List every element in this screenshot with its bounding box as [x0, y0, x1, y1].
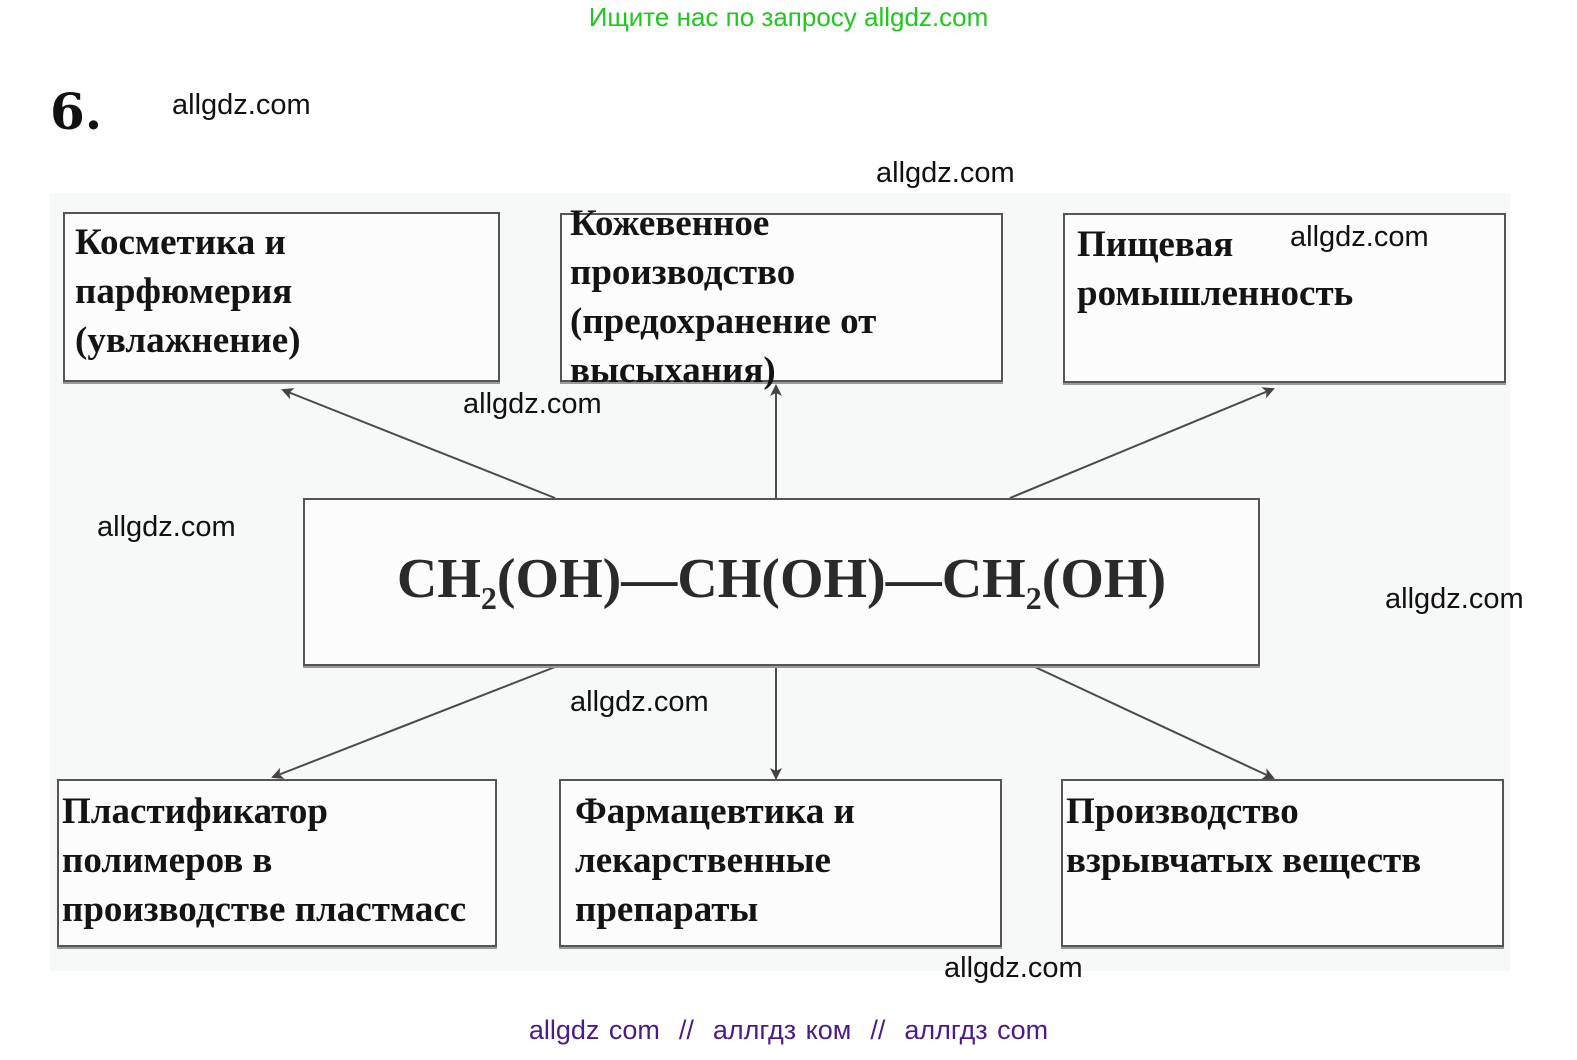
box-explosives: Производство взрывчатых веществ: [1061, 779, 1504, 947]
box-pharma: Фармацевтика и лекарственные препараты: [559, 779, 1002, 947]
box-food-label: Пищевая ромышленность: [1077, 224, 1354, 314]
task-number: 6.: [50, 82, 103, 141]
formula-part: (OH)—CH(OH)—CH: [496, 548, 1026, 610]
arrow-to-cosmetics: [281, 388, 556, 499]
watermark: allgdz.com: [463, 388, 602, 420]
box-plasticizer: Пластификатор полимеров в производстве п…: [57, 779, 497, 947]
box-plasticizer-label: Пластификатор полимеров в производстве п…: [62, 791, 467, 930]
box-food: Пищевая ромышленность: [1063, 213, 1506, 383]
box-cosmetics: Косметика и парфюмерия (увлажнение): [63, 212, 500, 382]
arrow-to-explosives: [1034, 666, 1275, 780]
formula-subscript: 2: [480, 580, 497, 616]
arrow-to-plasticizer: [271, 666, 556, 779]
box-explosives-label: Производство взрывчатых веществ: [1066, 791, 1422, 881]
formula-part: (OH): [1041, 548, 1167, 610]
glycerol-formula-box: CH2(OH)—CH(OH)—CH2(OH): [303, 498, 1260, 666]
box-pharma-label: Фармацевтика и лекарственные препараты: [575, 791, 855, 930]
glycerol-formula: CH2(OH)—CH(OH)—CH2(OH): [397, 547, 1166, 617]
arrow-to-food: [1009, 387, 1275, 499]
watermark: allgdz.com: [172, 89, 311, 121]
formula-subscript: 2: [1025, 580, 1042, 616]
formula-part: CH: [396, 548, 481, 610]
watermark: allgdz.com: [570, 686, 709, 718]
footer-watermark: allgdz com // аллгдз ком // аллгдз com: [528, 1015, 1049, 1045]
watermark: allgdz.com: [97, 511, 236, 543]
watermark: allgdz.com: [1385, 583, 1524, 615]
watermark: allgdz.com: [944, 952, 1083, 984]
box-leather: Кожевенное производство (предохранение о…: [560, 203, 1003, 391]
watermark: allgdz.com: [876, 157, 1015, 189]
box-leather-label: Кожевенное производство (предохранение о…: [570, 203, 877, 391]
box-cosmetics-label: Косметика и парфюмерия (увлажнение): [75, 222, 301, 361]
watermark: allgdz.com: [1290, 221, 1429, 253]
search-banner: Ищите нас по запросу allgdz.com: [588, 2, 989, 32]
